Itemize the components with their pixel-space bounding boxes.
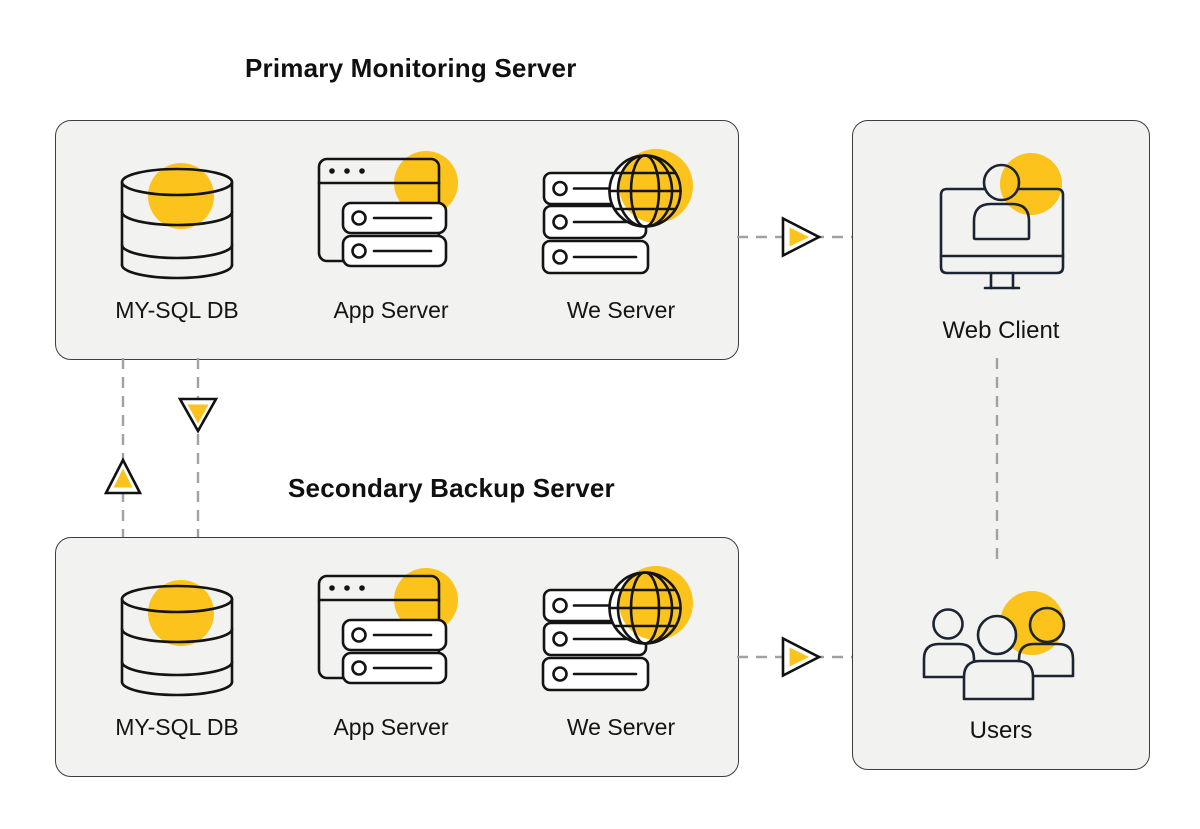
node-label: We Server — [566, 714, 676, 740]
node-label: App Server — [333, 297, 449, 323]
flow-arrow-up-icon — [103, 457, 143, 495]
primary-web-server-node: We Server — [526, 121, 716, 359]
secondary-web-server-node: We Server — [526, 538, 716, 776]
flow-arrow-right-icon — [781, 636, 822, 678]
app-server-icon — [296, 567, 486, 689]
client-panel: Web Client Users — [852, 120, 1150, 770]
web-server-icon — [526, 147, 716, 277]
secondary-app-server-node: App Server — [296, 538, 486, 776]
node-label: MY-SQL DB — [115, 714, 239, 740]
flow-arrow-down-icon — [177, 397, 219, 434]
primary-app-server-node: App Server — [296, 121, 486, 359]
primary-server-title: Primary Monitoring Server — [245, 53, 577, 83]
node-label: We Server — [566, 297, 676, 323]
web-server-icon — [526, 564, 716, 694]
node-label: MY-SQL DB — [115, 297, 239, 323]
secondary-mysql-node: MY-SQL DB — [82, 538, 272, 776]
client-label: Users — [969, 717, 1033, 744]
primary-server-box: MY-SQL DB — [55, 120, 739, 360]
users-icon — [916, 581, 1086, 703]
database-icon — [82, 577, 272, 701]
flow-arrow-right-icon — [781, 216, 822, 258]
secondary-server-title: Secondary Backup Server — [288, 473, 615, 503]
secondary-server-box: MY-SQL DB — [55, 537, 739, 777]
node-label: App Server — [333, 714, 449, 740]
primary-mysql-node: MY-SQL DB — [82, 121, 272, 359]
web-client-icon — [936, 149, 1086, 291]
app-server-icon — [296, 150, 486, 272]
client-label: Web Client — [942, 317, 1060, 344]
database-icon — [82, 160, 272, 284]
